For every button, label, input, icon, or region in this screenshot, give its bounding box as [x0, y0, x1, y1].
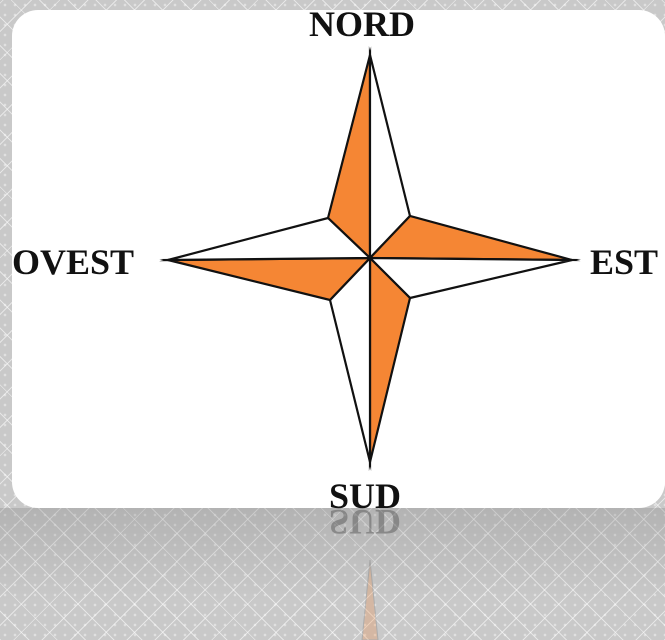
south-label-reflection: SUD	[329, 504, 401, 540]
east-label: EST	[590, 244, 658, 280]
west-label: OVEST	[12, 244, 134, 280]
north-label: NORD	[309, 6, 415, 42]
